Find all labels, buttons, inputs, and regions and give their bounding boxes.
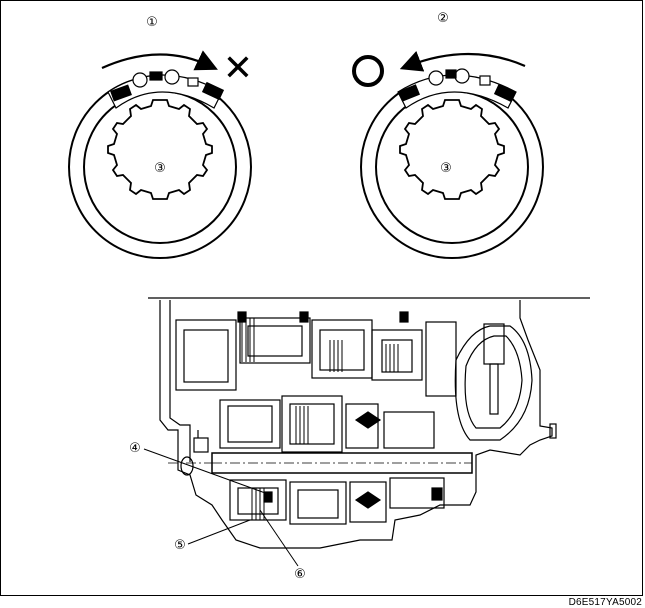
svg-text:⑥: ⑥ [294,567,306,582]
splined-inner-race [107,99,213,200]
roller-cage-left [107,69,225,109]
callout-5: ⑤ [174,519,251,553]
splined-inner-race [399,99,505,200]
view-label-1: ① [146,15,158,30]
clockwise-arrow-icon [101,50,218,71]
wrong-mark-icon: ✕ [223,48,253,89]
callout-4: ④ [129,441,269,495]
diagram-frame [0,0,643,596]
inner-race-label-left: ③ [154,161,166,176]
view-label-2: ② [437,11,449,26]
callout-6: ⑥ [259,509,306,582]
counterclockwise-arrow-icon [399,50,526,72]
clutch-view-right: ② ③ [352,11,544,259]
clutch-view-left: ① ✕ ③ [68,15,253,259]
correct-mark-icon [352,55,384,87]
transmission-cross-section [148,297,590,549]
svg-text:⑤: ⑤ [174,538,186,553]
svg-text:④: ④ [129,441,141,456]
roller-cage-right [397,68,517,109]
inner-race-label-right: ③ [440,161,452,176]
figure-code: D6E517YA5002 [568,597,642,608]
